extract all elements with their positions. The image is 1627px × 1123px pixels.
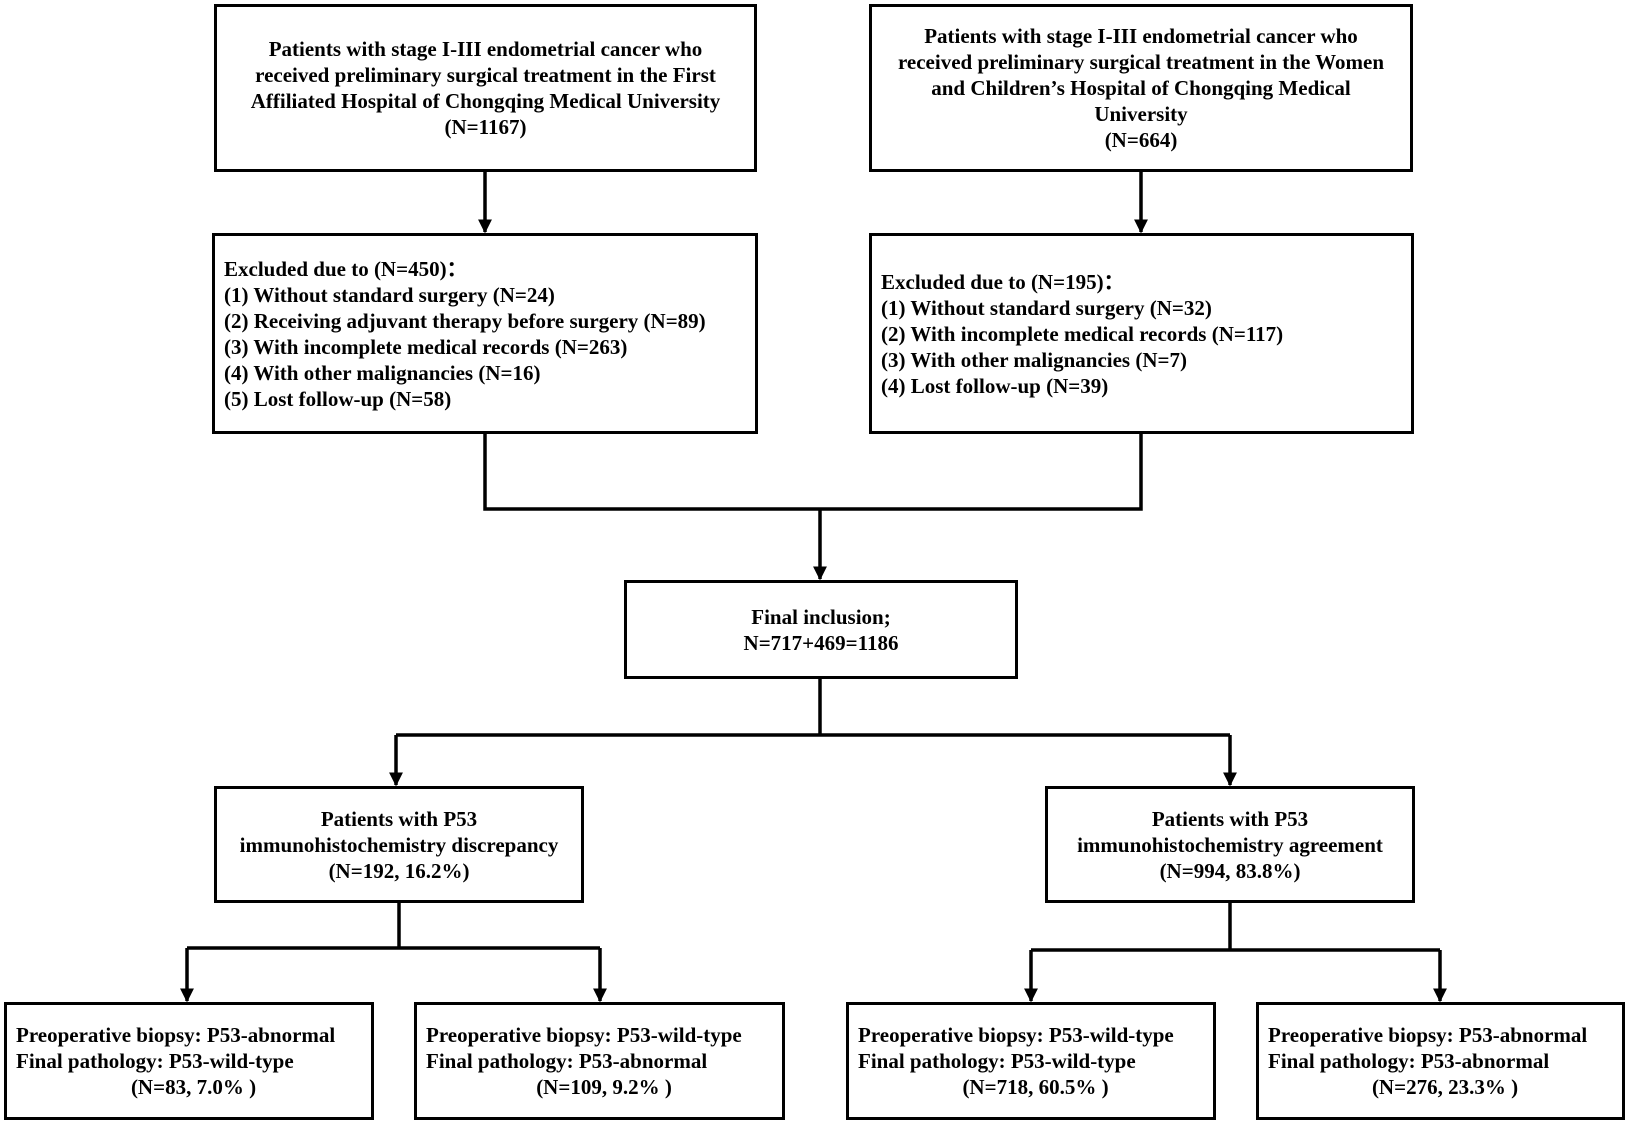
leaf-count: (N=109, 9.2% ) [536,1075,672,1099]
leaf-biopsy-line: Preoperative biopsy: P53-abnormal [16,1023,336,1047]
leaf-count: (N=718, 60.5% ) [962,1075,1109,1099]
box-line: Patients with P53 [1151,806,1309,831]
source-box-womens-childrens-hospital: Patients with stage I-III endometrial ca… [869,4,1413,172]
exclusion-item: (2) With incomplete medical records (N=1… [881,321,1284,346]
exclusion-item: (3) With incomplete medical records (N=2… [224,334,628,359]
exclusion-item: (4) With other malignancies (N=16) [224,360,541,385]
leaf-box-wild-type-to-abnormal: Preoperative biopsy: P53-wild-type Final… [414,1002,785,1120]
box-line: Affiliated Hospital of Chongqing Medical… [250,89,721,113]
exclusion-item: (3) With other malignancies (N=7) [881,347,1187,372]
box-line: received preliminary surgical treatment … [897,50,1385,74]
leaf-biopsy-line: Preoperative biopsy: P53-wild-type [858,1023,1174,1047]
box-count: N=717+469=1186 [743,630,899,655]
leaf-pathology-line: Final pathology: P53-abnormal [426,1049,708,1073]
exclusion-heading: Excluded due to (N=195)： [881,269,1125,294]
exclusion-item: (1) Without standard surgery (N=24) [224,282,555,307]
box-line: and Children’s Hospital of Chongqing Med… [931,76,1351,100]
box-line: Patients with P53 [320,806,478,831]
exclusion-item: (1) Without standard surgery (N=32) [881,295,1212,320]
leaf-pathology-line: Final pathology: P53-abnormal [1268,1049,1550,1073]
exclusion-heading: Excluded due to (N=450)： [224,256,468,281]
source-box-first-affiliated-hospital: Patients with stage I-III endometrial ca… [214,4,757,172]
leaf-biopsy-line: Preoperative biopsy: P53-wild-type [426,1023,742,1047]
box-line: Patients with stage I-III endometrial ca… [268,37,703,61]
box-count: (N=664) [1104,128,1178,152]
box-line: received preliminary surgical treatment … [255,63,716,87]
leaf-box-abnormal-to-abnormal: Preoperative biopsy: P53-abnormal Final … [1256,1002,1625,1120]
final-inclusion-box: Final inclusion; N=717+469=1186 [624,580,1018,679]
box-line: Final inclusion; [751,604,891,629]
leaf-count: (N=276, 23.3% ) [1371,1075,1519,1099]
box-line: University [1094,102,1188,126]
box-count: (N=994, 83.8%) [1159,858,1301,883]
leaf-box-wild-type-to-wild-type: Preoperative biopsy: P53-wild-type Final… [846,1002,1216,1120]
agreement-box: Patients with P53 immunohistochemistry a… [1045,786,1415,903]
exclusion-item: (4) Lost follow-up (N=39) [881,373,1109,398]
leaf-box-abnormal-to-wild-type: Preoperative biopsy: P53-abnormal Final … [4,1002,374,1120]
exclusion-box-left: Excluded due to (N=450)： (1) Without sta… [212,233,758,434]
leaf-biopsy-line: Preoperative biopsy: P53-abnormal [1268,1023,1588,1047]
merge-connector [483,434,1143,511]
box-count: (N=192, 16.2%) [328,858,470,883]
exclusion-item: (2) Receiving adjuvant therapy before su… [224,308,706,333]
box-line: Patients with stage I-III endometrial ca… [924,24,1358,48]
exclusion-item: (5) Lost follow-up (N=58) [224,386,452,411]
box-line: immunohistochemistry agreement [1077,832,1383,857]
box-line: immunohistochemistry discrepancy [239,832,559,857]
discrepancy-box: Patients with P53 immunohistochemistry d… [214,786,584,903]
leaf-pathology-line: Final pathology: P53-wild-type [858,1049,1136,1073]
leaf-count: (N=83, 7.0% ) [130,1075,257,1099]
box-count: (N=1167) [444,115,527,139]
exclusion-box-right: Excluded due to (N=195)： (1) Without sta… [869,233,1414,434]
leaf-pathology-line: Final pathology: P53-wild-type [16,1049,294,1073]
